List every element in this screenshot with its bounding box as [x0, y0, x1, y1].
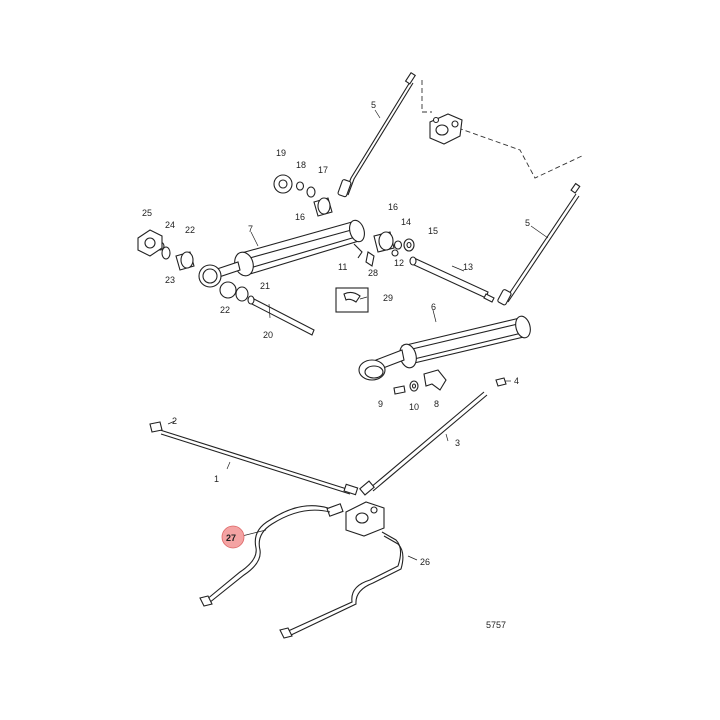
bushing-22-lower	[219, 281, 249, 302]
callout-27: 27	[226, 533, 236, 543]
rod-13	[409, 256, 495, 303]
callout-22-lower: 22	[220, 305, 230, 315]
callout-7: 7	[248, 224, 253, 234]
bushing-16-right	[373, 231, 395, 253]
screw-28	[365, 251, 375, 267]
callout-18: 18	[296, 160, 306, 170]
reference-dashed-outline	[421, 80, 585, 179]
line-1	[159, 429, 359, 496]
bushing-22-left	[175, 251, 195, 271]
remote-fitting-top	[429, 113, 463, 145]
fitting-4	[495, 377, 507, 387]
leader-lines	[167, 109, 549, 561]
hose-27	[199, 505, 331, 607]
callout-9: 9	[378, 399, 383, 409]
rod-20	[247, 295, 315, 336]
bolt-9	[393, 385, 406, 395]
callout-labels: 5 19 18 17 16 25 24 22 23 7 21 22 20 16 …	[142, 100, 530, 567]
cylinder-6	[358, 315, 531, 381]
clip-11	[353, 243, 363, 259]
line-3	[359, 391, 488, 496]
callout-2: 2	[172, 416, 177, 426]
washer-10	[409, 380, 419, 392]
cap-25	[137, 229, 163, 257]
highlight-circle	[221, 525, 245, 549]
callout-27-highlight[interactable]: 27	[221, 525, 245, 549]
callout-10: 10	[409, 402, 419, 412]
callout-24: 24	[165, 220, 175, 230]
callout-26: 26	[420, 557, 430, 567]
callout-13: 13	[463, 262, 473, 272]
hose-5-right	[497, 182, 581, 306]
callout-3: 3	[455, 438, 460, 448]
cap-12	[391, 249, 399, 257]
bushing-16-top	[313, 197, 333, 217]
fitting-2	[149, 421, 163, 433]
callout-22-left: 22	[185, 225, 195, 235]
callout-8: 8	[434, 399, 439, 409]
callout-12: 12	[394, 258, 404, 268]
cap-19	[273, 174, 293, 194]
manifold	[326, 501, 385, 537]
washer-17	[306, 186, 316, 198]
nut-14	[393, 240, 403, 250]
callout-15: 15	[428, 226, 438, 236]
callout-25: 25	[142, 208, 152, 218]
part-29-box	[335, 287, 369, 313]
callout-16-top: 16	[295, 212, 305, 222]
callout-5-left: 5	[371, 100, 376, 110]
callout-16-right: 16	[388, 202, 398, 212]
callout-28: 28	[368, 268, 378, 278]
hose-26	[279, 531, 404, 639]
callout-5-right: 5	[525, 218, 530, 228]
callout-4: 4	[514, 376, 519, 386]
callout-11: 11	[338, 262, 347, 272]
figure-number: 5757	[486, 620, 506, 630]
callout-1: 1	[214, 474, 219, 484]
callout-23: 23	[165, 275, 175, 285]
callout-19: 19	[276, 148, 286, 158]
seal-ring-left	[198, 264, 222, 288]
callout-20: 20	[263, 330, 273, 340]
callout-17: 17	[318, 165, 328, 175]
callout-6: 6	[431, 302, 436, 312]
callout-29: 29	[383, 293, 393, 303]
clip-8	[423, 369, 447, 391]
nut-18	[295, 181, 305, 191]
callout-21: 21	[260, 281, 270, 291]
washer-23	[161, 246, 171, 260]
washer-15	[403, 238, 415, 252]
hose-5-left	[337, 71, 417, 198]
callout-14: 14	[401, 217, 411, 227]
